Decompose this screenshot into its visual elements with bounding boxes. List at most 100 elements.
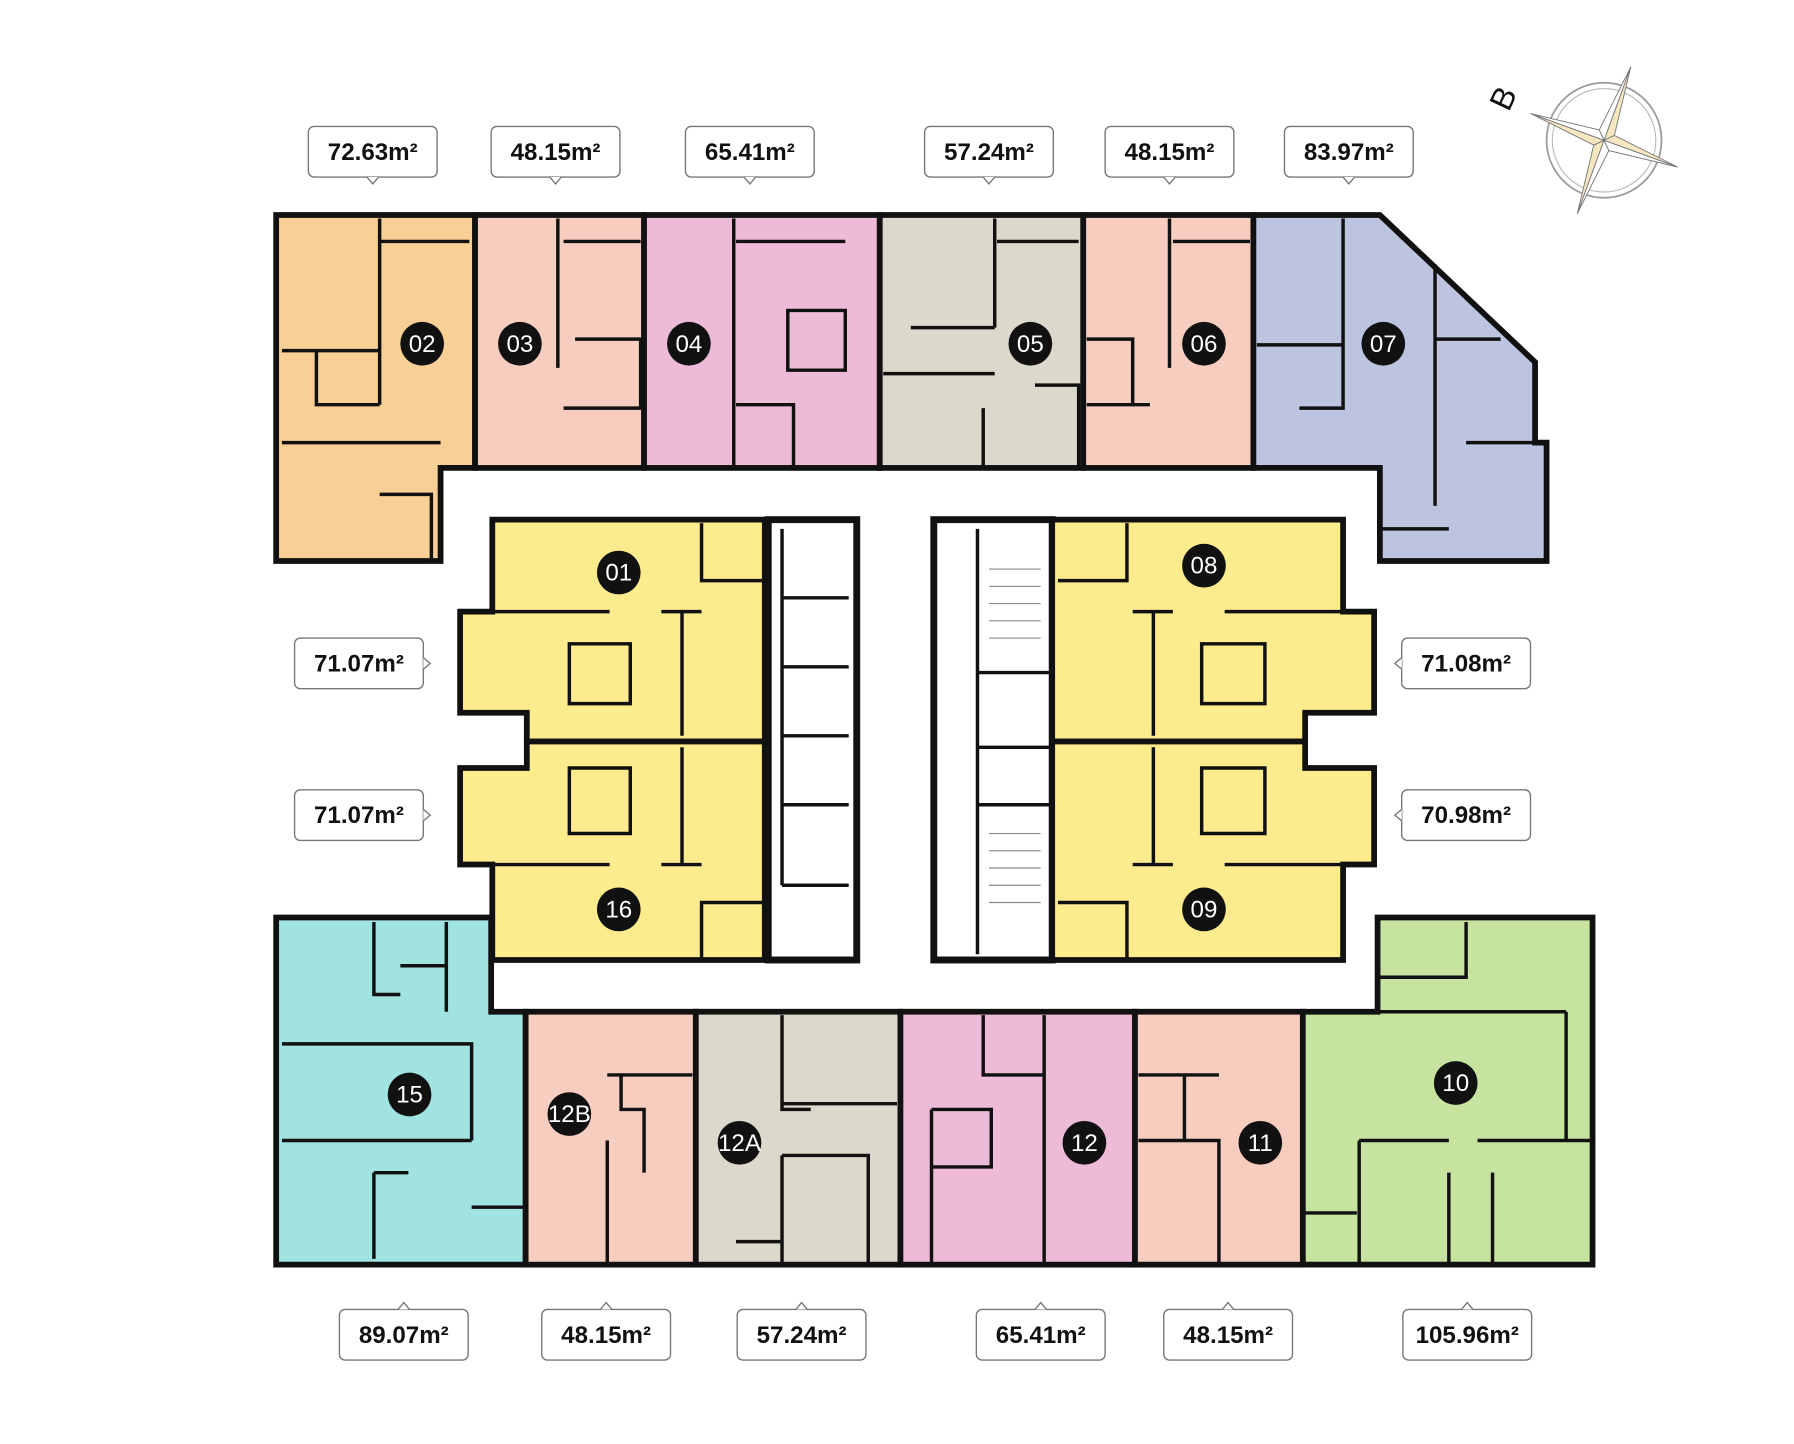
badge-circle [596, 887, 641, 932]
unit-badge-11[interactable]: 11 [1238, 1120, 1283, 1165]
unit-badge-07[interactable]: 07 [1361, 321, 1406, 366]
unit-badge-03[interactable]: 03 [498, 321, 542, 366]
area-text: 57.24m² [944, 139, 1034, 166]
unit-number: 12B [548, 1101, 591, 1128]
area-label-12B: 48.15m² [541, 1301, 672, 1361]
unit-number: 06 [1191, 331, 1218, 358]
unit-badge-01[interactable]: 01 [596, 550, 641, 595]
pointer-icon [1163, 176, 1176, 186]
unit-06[interactable] [1080, 212, 1257, 471]
area-label-11: 48.15m² [1163, 1301, 1294, 1361]
area-text: 72.63m² [328, 139, 418, 166]
unit-16[interactable] [457, 738, 768, 963]
area-text: 105.96m² [1416, 1322, 1519, 1349]
pointer-icon [1393, 657, 1403, 670]
unit-05[interactable] [876, 212, 1087, 471]
unit-badge-12[interactable]: 12 [1062, 1120, 1107, 1165]
pointer-icon [982, 176, 996, 186]
unit-number: 05 [1017, 331, 1044, 358]
pointer-icon [549, 176, 562, 186]
area-label-02: 72.63m² [307, 125, 438, 186]
pointer-icon [599, 1301, 613, 1310]
unit-badge-09[interactable]: 09 [1182, 887, 1226, 932]
area-text: 71.07m² [314, 802, 404, 829]
unit-badge-06[interactable]: 06 [1182, 321, 1226, 366]
badge-circle [387, 1072, 432, 1117]
badge-circle [498, 321, 542, 366]
area-text: 48.15m² [511, 139, 601, 166]
unit-badge-12B[interactable]: 12B [547, 1092, 592, 1136]
unit-number: 07 [1370, 331, 1397, 358]
area-label-05: 57.24m² [923, 125, 1055, 186]
pointer-icon [422, 808, 432, 822]
unit-number: 11 [1248, 1130, 1273, 1157]
area-label-04: 65.41m² [684, 125, 815, 186]
unit-badge-16[interactable]: 16 [596, 887, 641, 932]
badge-circle [1182, 887, 1226, 932]
unit-number: 16 [605, 896, 632, 923]
area-text: 57.24m² [757, 1322, 847, 1349]
area-label-06: 48.15m² [1104, 125, 1235, 186]
badge-circle [717, 1120, 762, 1165]
unit-badge-02[interactable]: 02 [400, 321, 445, 366]
stair-core [930, 516, 1056, 964]
unit-number: 01 [605, 560, 632, 587]
area-label-09: 70.98m² [1393, 789, 1532, 842]
badge-circle [547, 1092, 592, 1136]
area-text: 65.41m² [996, 1322, 1086, 1349]
area-text: 48.15m² [1125, 139, 1215, 166]
badge-circle [1433, 1061, 1478, 1105]
area-label-12A: 57.24m² [736, 1301, 867, 1361]
badge-circle [667, 321, 711, 366]
pointer-icon [1393, 808, 1403, 822]
area-label-12: 65.41m² [975, 1301, 1106, 1361]
unit-badge-04[interactable]: 04 [667, 321, 711, 366]
unit-badge-08[interactable]: 08 [1182, 543, 1226, 588]
area-label-15: 89.07m² [338, 1301, 469, 1361]
unit-number: 04 [675, 331, 702, 358]
area-text: 48.15m² [561, 1322, 651, 1349]
pointer-icon [422, 657, 432, 670]
area-label-01: 71.07m² [293, 637, 432, 690]
unit-badge-12A[interactable]: 12A [717, 1120, 762, 1165]
area-label-07: 83.97m² [1283, 125, 1414, 186]
badge-circle [1238, 1120, 1283, 1165]
area-text: 70.98m² [1421, 802, 1511, 829]
area-text: 83.97m² [1304, 139, 1394, 166]
unit-09[interactable] [1049, 738, 1377, 963]
unit-number: 09 [1191, 896, 1218, 923]
unit-badge-15[interactable]: 15 [387, 1072, 432, 1117]
unit-number: 12 [1071, 1130, 1098, 1157]
pointer-icon [397, 1301, 411, 1310]
area-label-03: 48.15m² [490, 125, 621, 186]
area-text: 65.41m² [705, 139, 795, 166]
area-text: 89.07m² [359, 1322, 449, 1349]
unit-number: 10 [1442, 1070, 1469, 1097]
unit-07[interactable] [1250, 212, 1550, 564]
compass-icon [1530, 66, 1678, 214]
pointer-icon [743, 176, 757, 186]
badge-circle [400, 321, 445, 366]
unit-02[interactable] [273, 212, 478, 564]
area-label-08: 71.08m² [1393, 637, 1532, 690]
elevator-core [764, 516, 861, 964]
area-text: 71.08m² [1421, 650, 1511, 677]
pointer-icon [366, 176, 380, 186]
compass-north-label: B [1482, 81, 1524, 116]
pointer-icon [1460, 1301, 1474, 1310]
badge-circle [1008, 321, 1053, 366]
badge-circle [596, 550, 641, 595]
area-label-16: 71.07m² [293, 789, 432, 842]
unit-number: 02 [409, 331, 436, 358]
pointer-icon [795, 1301, 808, 1310]
unit-number: 15 [396, 1082, 423, 1109]
badge-circle [1361, 321, 1406, 366]
unit-12B[interactable] [522, 1008, 699, 1268]
badge-circle [1062, 1120, 1107, 1165]
unit-badge-05[interactable]: 05 [1008, 321, 1053, 366]
area-label-10: 105.96m² [1402, 1301, 1533, 1361]
unit-number: 12A [718, 1130, 762, 1157]
area-text: 48.15m² [1183, 1322, 1273, 1349]
unit-badge-10[interactable]: 10 [1433, 1061, 1478, 1105]
